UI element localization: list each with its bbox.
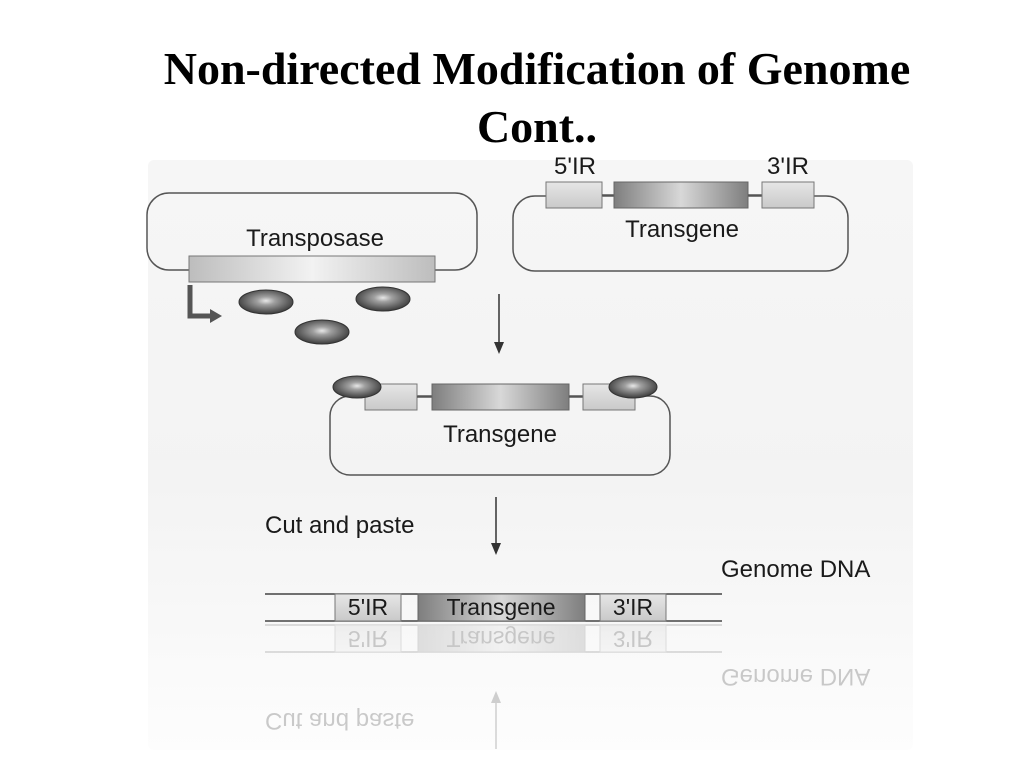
transposase-enzyme-icon: [355, 286, 411, 312]
down-arrow-icon: [494, 294, 504, 354]
title-line-1: Non-directed Modification of Genome: [163, 43, 911, 94]
ir3-box: [761, 181, 815, 209]
cut-and-paste-label: Cut and paste: [265, 512, 414, 539]
ir3-label: 3'IR: [767, 153, 809, 180]
transgene-bar: [613, 181, 749, 209]
slide-title: Non-directed Modification of Genome Cont…: [0, 40, 1024, 156]
reflection-genome-dna-label: Genome DNA: [721, 663, 870, 690]
genome-transgene-bar: [417, 593, 586, 622]
transposase-enzyme-icon: [238, 289, 294, 315]
genome-ir3-box: [599, 593, 667, 622]
reflection-ir3-label: 3'IR: [613, 626, 653, 652]
transgene-label: Transgene: [625, 216, 739, 243]
transgene-mid-label: Transgene: [443, 421, 557, 448]
genome-ir3-label: 3'IR: [613, 594, 653, 620]
transposase-gene-bar: [188, 255, 436, 283]
title-line-2: Cont..: [476, 101, 598, 152]
ir5-box: [545, 181, 603, 209]
reflection: 5'IR Transgene 3'IR Genome DNA Cut and p…: [265, 624, 870, 749]
promoter-arrow-icon: [187, 285, 214, 319]
promoter-arrowhead-icon: [210, 309, 222, 323]
reflection-transgene-label: Transgene: [446, 626, 555, 652]
genome-transgene-label: Transgene: [446, 594, 555, 620]
bound-enzyme-icon: [332, 375, 382, 399]
genome-dna: 5'IR Transgene 3'IR: [265, 593, 722, 622]
transposase-plasmid: Transposase: [146, 192, 478, 323]
ir5-label: 5'IR: [554, 153, 596, 180]
transgene-plasmid: 5'IR 3'IR Transgene: [512, 153, 849, 272]
down-arrow-icon: [491, 497, 501, 555]
genome-ir5-box: [334, 593, 402, 622]
genome-ir5-label: 5'IR: [348, 594, 388, 620]
reflection-cut-paste-label: Cut and paste: [265, 707, 414, 734]
transgene-bar: [431, 383, 570, 411]
transposase-enzyme-icon: [294, 319, 350, 345]
genome-dna-label: Genome DNA: [721, 556, 870, 583]
excised-transposon: Transgene: [329, 375, 671, 476]
bound-enzyme-icon: [608, 375, 658, 399]
reflection-ir5-label: 5'IR: [348, 626, 388, 652]
transposase-label: Transposase: [246, 225, 384, 252]
